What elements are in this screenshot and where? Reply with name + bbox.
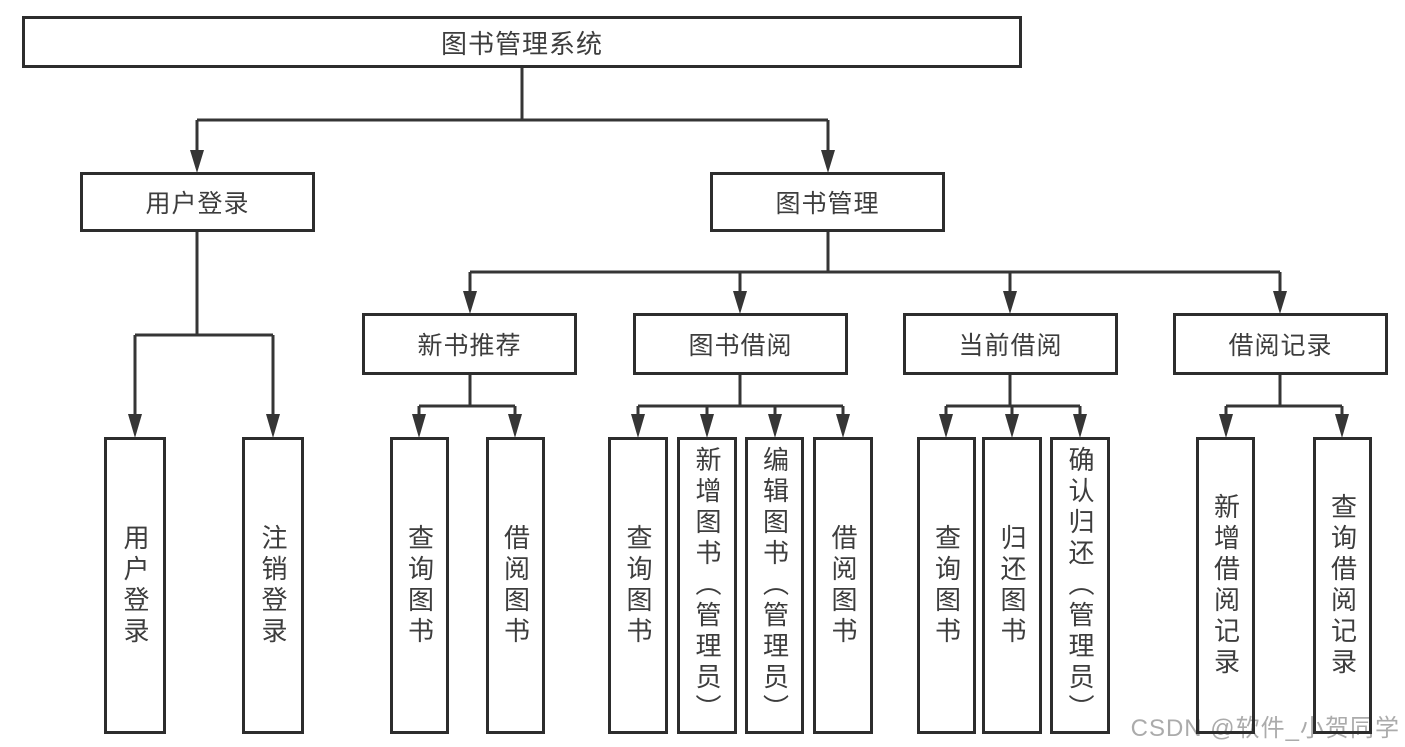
leaf-return-books: 归还图书 xyxy=(982,437,1042,734)
node-label: 确认归还（管理员） xyxy=(1065,446,1095,725)
node-new-book-recommendation: 新书推荐 xyxy=(362,313,577,375)
leaf-query-books-borrow: 查询图书 xyxy=(608,437,668,734)
node-borrowing-records: 借阅记录 xyxy=(1173,313,1388,375)
leaf-edit-books-admin: 编辑图书（管理员） xyxy=(745,437,804,734)
node-label: 图书借阅 xyxy=(688,332,793,360)
leaf-borrow-books-recommend: 借阅图书 xyxy=(486,437,545,734)
node-label: 新书推荐 xyxy=(417,332,522,360)
node-label: 编辑图书（管理员） xyxy=(759,446,790,725)
leaf-query-books-current: 查询图书 xyxy=(917,437,976,734)
node-label: 新增借阅记录 xyxy=(1210,492,1241,679)
csdn-watermark: CSDN @软件_小贺同学 xyxy=(1130,715,1400,742)
leaf-borrow-books: 借阅图书 xyxy=(813,437,873,734)
node-label: 借阅记录 xyxy=(1228,332,1333,360)
node-label: 归还图书 xyxy=(997,523,1027,648)
leaf-logout: 注销登录 xyxy=(242,437,304,734)
tree-edges xyxy=(133,68,1344,416)
node-label: 借阅图书 xyxy=(828,523,858,648)
node-label: 查询借阅记录 xyxy=(1327,492,1358,679)
node-user-login: 用户登录 xyxy=(80,172,315,232)
node-label: 查询图书 xyxy=(623,523,653,648)
node-library-management-system: 图书管理系统 xyxy=(22,16,1022,68)
leaf-query-borrow-record: 查询借阅记录 xyxy=(1313,437,1372,734)
node-label: 当前借阅 xyxy=(958,332,1063,360)
leaf-query-books-recommend: 查询图书 xyxy=(390,437,449,734)
leaf-confirm-return-admin: 确认归还（管理员） xyxy=(1050,437,1110,734)
node-label: 查询图书 xyxy=(931,523,962,648)
node-label: 注销登录 xyxy=(258,523,288,648)
node-current-borrowing: 当前借阅 xyxy=(903,313,1118,375)
node-label: 查询图书 xyxy=(404,523,435,648)
leaf-add-books-admin: 新增图书（管理员） xyxy=(677,437,737,734)
node-label: 借阅图书 xyxy=(500,523,531,648)
node-label: 用户登录 xyxy=(145,190,250,218)
node-label: 新增图书（管理员） xyxy=(692,446,722,725)
leaf-user-login: 用户登录 xyxy=(104,437,166,734)
node-book-borrowing: 图书借阅 xyxy=(633,313,848,375)
leaf-add-borrow-record: 新增借阅记录 xyxy=(1196,437,1255,734)
node-label: 图书管理系统 xyxy=(440,28,603,59)
node-label: 用户登录 xyxy=(120,523,150,648)
node-label: 图书管理 xyxy=(775,190,880,218)
arrowheads xyxy=(128,150,1349,438)
node-book-management: 图书管理 xyxy=(710,172,945,232)
